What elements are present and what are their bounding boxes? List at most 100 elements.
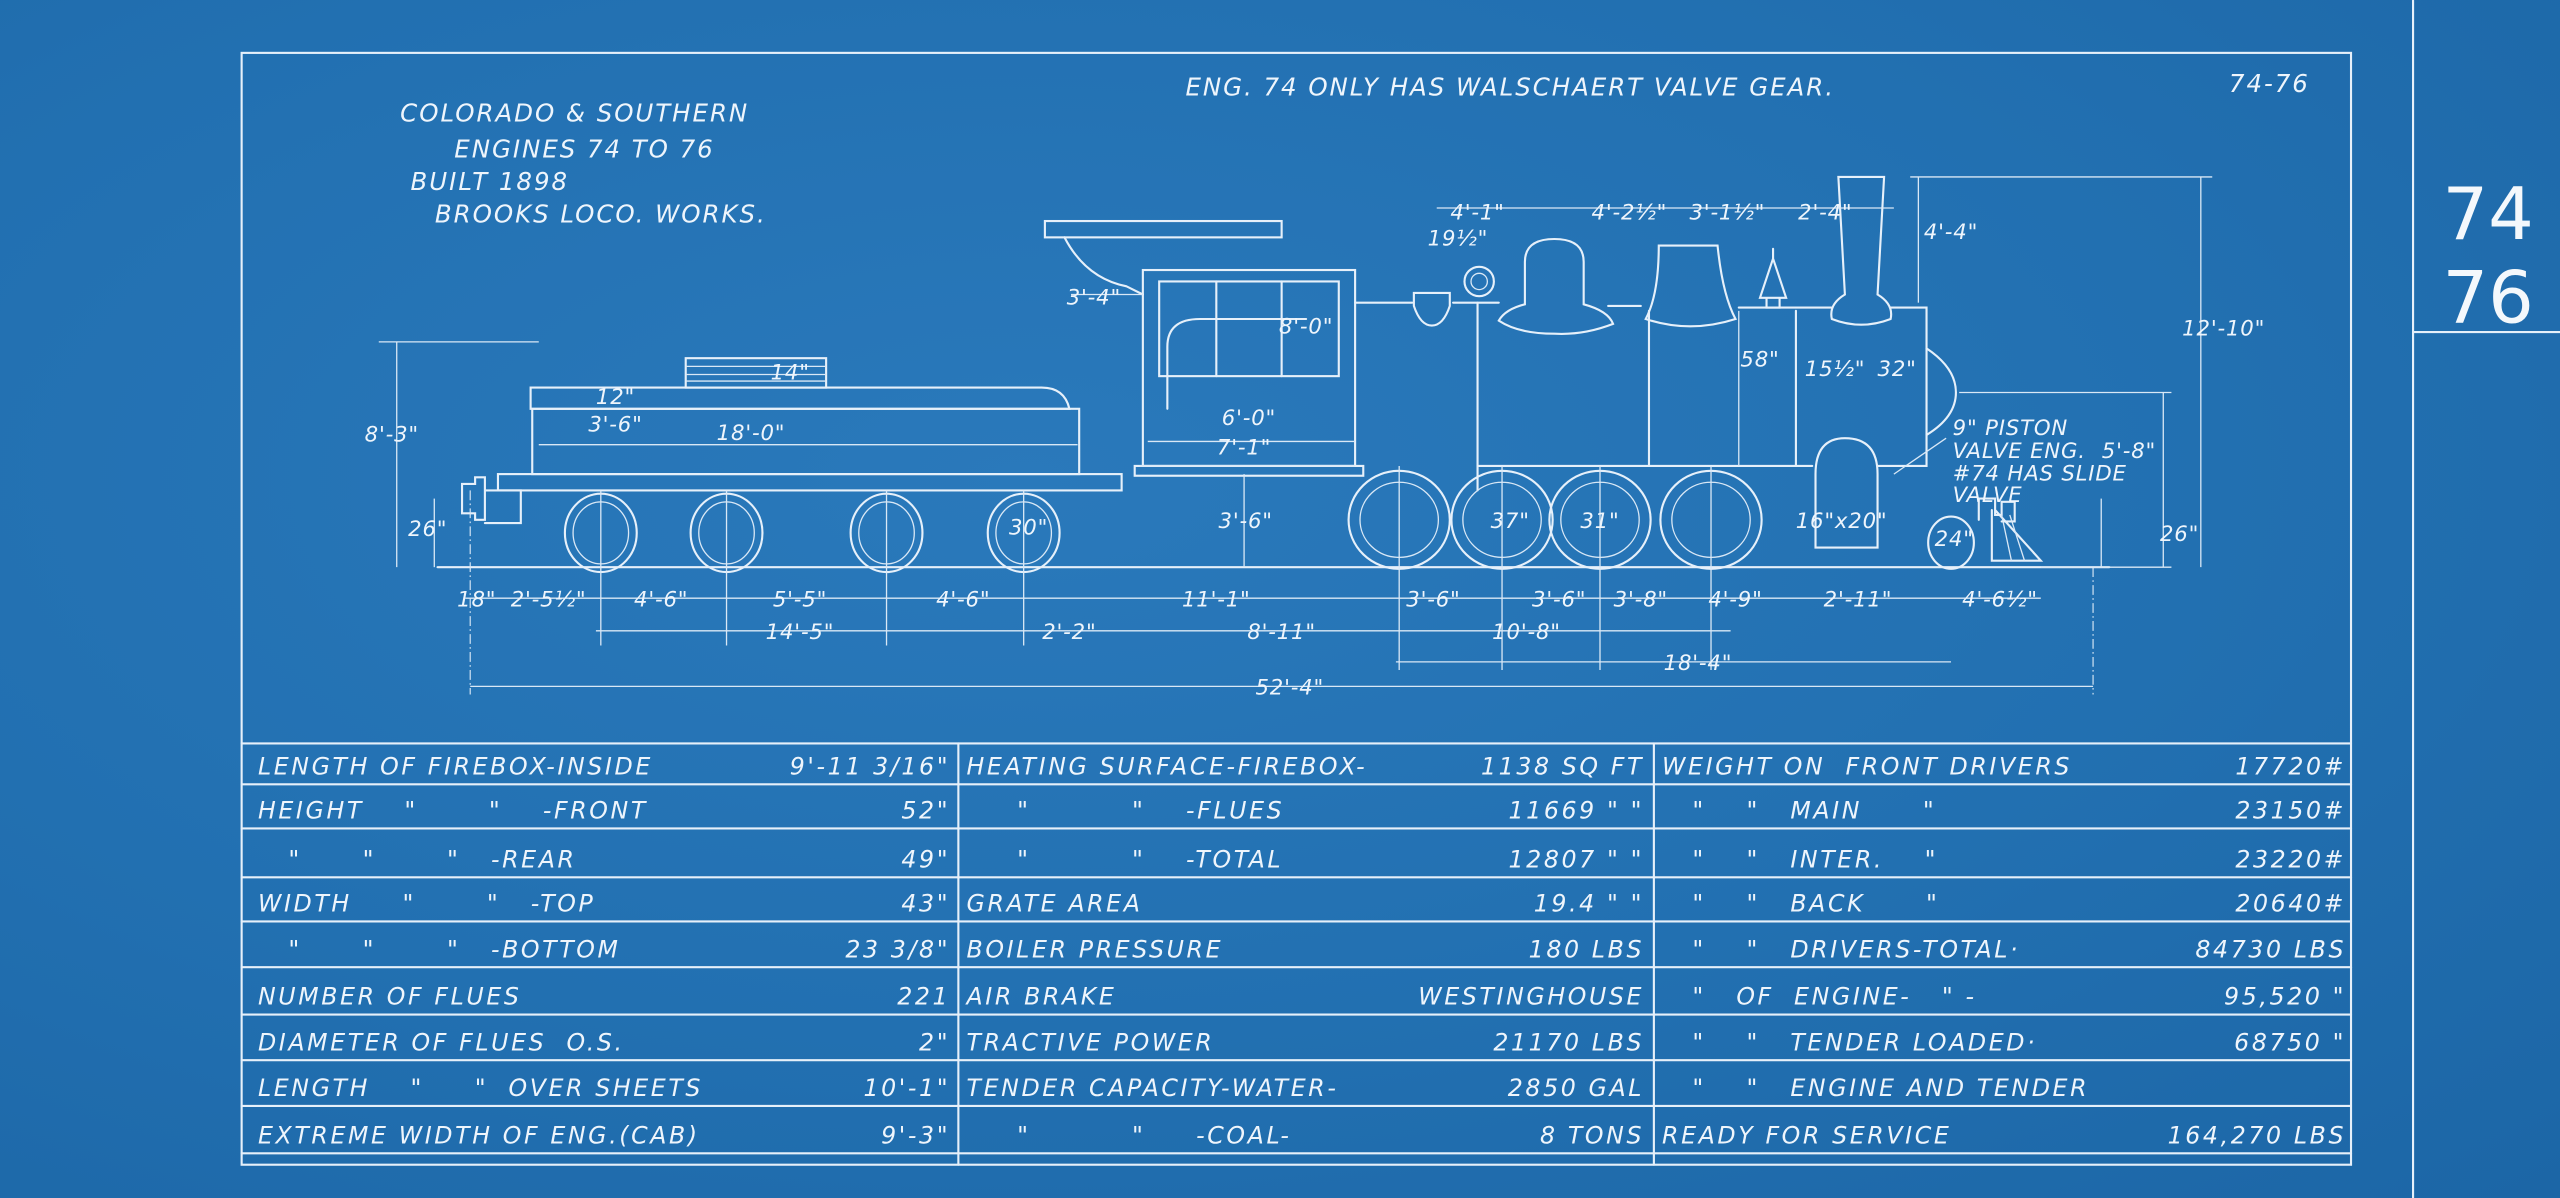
spec-row: NUMBER OF FLUES 221 [258,983,950,1011]
driver-wheel [1548,465,1652,671]
steam-gauge-face [1470,272,1488,291]
spec-row: DIAMETER OF FLUES O.S.2" [258,1028,948,1056]
tender-coupler [460,476,522,525]
dimension-label: 7'-1" [1217,436,1271,461]
spec-label: " " DRIVERS-TOTAL· [1662,935,2020,963]
dimension-label: 12" [596,385,635,410]
spec-value: 221 [897,983,950,1011]
dimension-label: 37" [1491,509,1530,534]
dimension-label: 4'-9" [1708,587,1762,612]
locomotive-elevation: 8'-3"26"14"12"3'-6"18'-0"3'-4"8'-0"6'-0"… [365,175,2265,701]
spec-value: 23 3/8" [845,935,950,963]
spec-row: " " ENGINE AND TENDER [1662,1074,2089,1102]
dimension-label: 2'-5½" [511,587,587,612]
spec-label: " " " -BOTTOM [258,935,621,963]
spec-label: " " -COAL- [967,1121,1292,1149]
dimension-label: 2'-2" [1042,620,1096,645]
dimension-label: 8'-0" [1279,315,1333,340]
spec-row: EXTREME WIDTH OF ENG.(CAB)9'-3" [258,1121,948,1149]
spec-label: " " -FLUES [967,797,1285,825]
dimension-label: 2'-11" [1824,587,1893,612]
spec-label: EXTREME WIDTH OF ENG.(CAB) [258,1121,700,1149]
tender-wheel [563,490,638,646]
dimension-label: 31" [1580,509,1619,534]
tender-wheel [689,490,764,646]
dimension-labels: 8'-3"26"14"12"3'-6"18'-0"3'-4"8'-0"6'-0"… [365,200,2265,700]
table-rules [240,742,2353,1155]
spec-row: " " BACK "20640# [1662,890,2343,918]
sheet-number: 74-76 [2229,69,2310,98]
spec-label: GRATE AREA [967,890,1143,918]
spec-label: DIAMETER OF FLUES O.S. [258,1028,625,1056]
spec-label: BOILER PRESSURE [967,935,1224,963]
drawing-border [240,51,2353,1166]
dimension-label: 14" [771,360,810,385]
dimension-label: 26" [2160,522,2199,547]
spec-label: NUMBER OF FLUES [258,983,522,1011]
spec-value: 21170 LBS [1493,1028,1644,1056]
spec-value: 180 LBS [1529,935,1644,963]
side-tab-bottom: 76 [2442,255,2533,339]
spec-value: 23150# [2235,797,2346,825]
dimension-label: 4'-6" [634,587,688,612]
dimension-label: 4'-6½" [1962,587,2038,612]
spec-value: 10'-1" [863,1074,950,1102]
spec-row: TENDER CAPACITY-WATER-2850 GAL [967,1074,1644,1102]
dimension-label: 4'-4" [1924,220,1978,245]
dimension-label: 12'-10" [2182,316,2265,341]
valve-note-line: #74 HAS SLIDE [1953,462,2127,487]
spec-label: " " -TOTAL [967,846,1284,874]
spec-row: BOILER PRESSURE 180 LBS [967,935,1644,963]
dimension-label: 18'-0" [717,421,786,446]
side-tab-top: 74 [2442,172,2533,256]
spec-label: AIR BRAKE [965,983,1117,1011]
spec-value: 68750 " [2234,1028,2346,1056]
dimension-label: 58" [1740,347,1779,372]
spec-label: LENGTH OF FIREBOX-INSIDE [258,753,653,781]
dimension-label: 30" [1009,516,1048,541]
cab-roof-bracket [1063,236,1144,296]
spec-label: WIDTH " " -TOP [258,890,595,918]
spec-label: " " TENDER LOADED· [1662,1028,2037,1056]
dimension-label: 3'-4" [1067,285,1121,310]
dimension-label: 2'-4" [1798,200,1852,225]
title-line: COLORADO & SOUTHERN [400,98,749,127]
steam-dome [1497,237,1615,335]
dimension-label: 8'-3" [365,422,419,447]
cab [1043,219,1365,477]
spec-row: " " TENDER LOADED· 68750 " [1662,1028,2346,1056]
spec-value: 2850 GAL [1508,1074,1644,1102]
tender-wheel [849,490,924,646]
driver-wheels [1347,465,1763,671]
spec-value: 9'-11 3/16" [790,753,950,781]
spec-value: 8 TONS [1540,1121,1644,1149]
dimension-label: 52'-4" [1255,676,1324,701]
driver-wheel [1450,465,1554,671]
spec-label: HEATING SURFACE-FIREBOX- [967,753,1368,781]
valve-note-line: 9" PISTON [1953,416,2068,441]
spec-value: 43" [901,890,950,918]
spec-label: " " " -REAR [258,846,577,874]
spec-value: 84730 LBS [2195,935,2346,963]
dimension-label: 24" [1935,527,1974,552]
spec-row: " " INTER. "23220# [1662,846,2343,874]
spec-value: 95,520 " [2224,983,2346,1011]
spec-label: " " ENGINE AND TENDER [1662,1074,2089,1102]
spec-row: " " MAIN "23150# [1662,797,2346,825]
smokestack [1830,175,1893,326]
tender-frame [496,473,1123,492]
sand-box-dome [1644,244,1738,328]
spec-row: LENGTH OF FIREBOX-INSIDE 9'-11 3/16" [258,753,950,781]
dimension-label: 5'-8" [2102,439,2156,464]
cab-windows [1158,280,1340,378]
dimension-label: 3'-6" [1406,587,1460,612]
bell [1758,247,1788,309]
spec-label: " " INTER. " [1662,846,1938,874]
title-line: BROOKS LOCO. WORKS. [435,200,767,229]
spec-label: WEIGHT ON FRONT DRIVERS [1662,753,2072,781]
cylinder [1814,437,1879,549]
boiler-outline [1354,301,1928,492]
